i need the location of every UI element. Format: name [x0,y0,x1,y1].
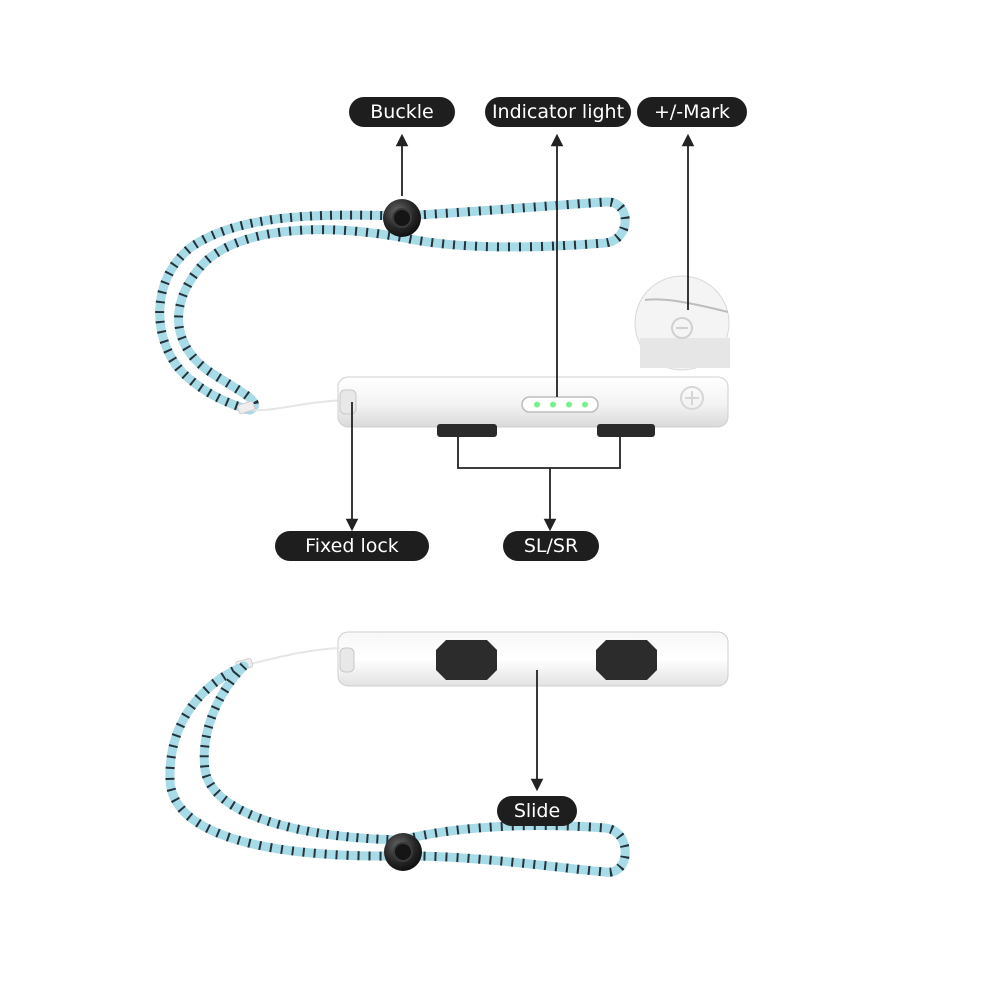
label-buckle: Buckle [349,97,455,127]
label-mark: +/-Mark [637,97,747,127]
arrows-top [345,133,695,532]
sl-button [437,424,497,437]
strap-body-bottom [337,631,729,687]
indicator-leds [521,396,599,413]
strap-body-top [337,376,729,428]
buckle-knob-top [383,199,421,237]
sr-button [597,424,655,437]
minus-mark-inset [634,275,730,371]
sl-button-octagon [436,640,497,680]
buckle-knob-bottom [384,833,422,871]
label-indicator-light: Indicator light [485,97,631,127]
top-strap-cord [155,197,630,415]
sr-button-octagon [596,640,657,680]
bottom-strap-cord [165,647,630,877]
label-fixed-lock: Fixed lock [275,531,429,561]
label-sl-sr: SL/SR [503,531,599,561]
label-slide: Slide [497,796,577,826]
plus-icon [680,386,704,410]
